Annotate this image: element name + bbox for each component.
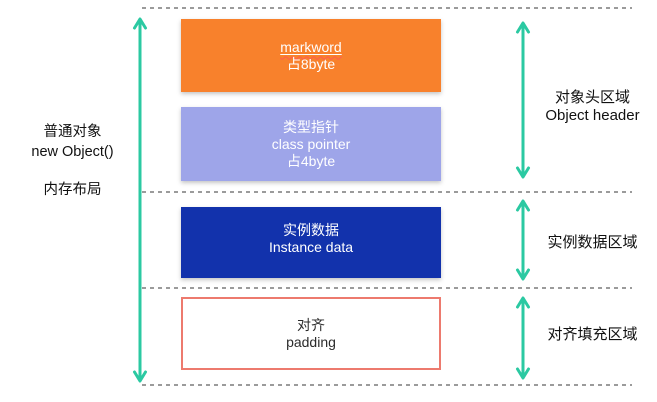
instance-data-span-arrow-icon <box>516 199 530 281</box>
object-type-label: 普通对象 new Object() <box>0 122 145 162</box>
padding-title: 对齐 <box>297 316 325 333</box>
class-pointer-size: 占4byte <box>286 152 336 169</box>
markword-title: markword <box>280 39 341 56</box>
dashed-separator-bottom <box>142 384 632 386</box>
instance-data-title: 实例数据 <box>283 221 339 238</box>
object-type-code: new Object() <box>31 144 114 160</box>
padding-span-arrow-icon <box>516 296 530 380</box>
dashed-separator-top <box>142 7 632 9</box>
memory-layout-label: 内存布局 <box>43 182 102 198</box>
class-pointer-subtitle: class pointer <box>271 135 351 152</box>
object-header-region-label: 对象头区域 Object header <box>535 89 650 125</box>
object-type-zh: 普通对象 <box>43 124 102 140</box>
dashed-separator-header <box>142 191 632 193</box>
instance-data-region-label: 实例数据区域 <box>547 234 638 251</box>
padding-box: 对齐 padding <box>181 297 441 370</box>
markword-size: 占8byte <box>286 55 336 72</box>
instance-data-subtitle: Instance data <box>268 238 354 255</box>
class-pointer-title: 类型指针 <box>283 118 339 135</box>
spellcheck-squiggle: markword <box>280 39 341 55</box>
left-extent-arrow-icon <box>133 17 147 383</box>
object-header-span-arrow-icon <box>516 21 530 179</box>
dashed-separator-data <box>142 287 632 289</box>
class-pointer-box: 类型指针 class pointer 占4byte <box>181 107 441 181</box>
instance-data-box: 实例数据 Instance data <box>181 207 441 278</box>
padding-subtitle: padding <box>286 333 336 350</box>
markword-box: markword 占8byte <box>181 19 441 92</box>
object-header-zh: 对象头区域 <box>554 89 630 106</box>
object-header-en: Object header <box>545 107 640 124</box>
markword-text: markword <box>280 38 342 55</box>
padding-region-label: 对齐填充区域 <box>547 326 638 343</box>
